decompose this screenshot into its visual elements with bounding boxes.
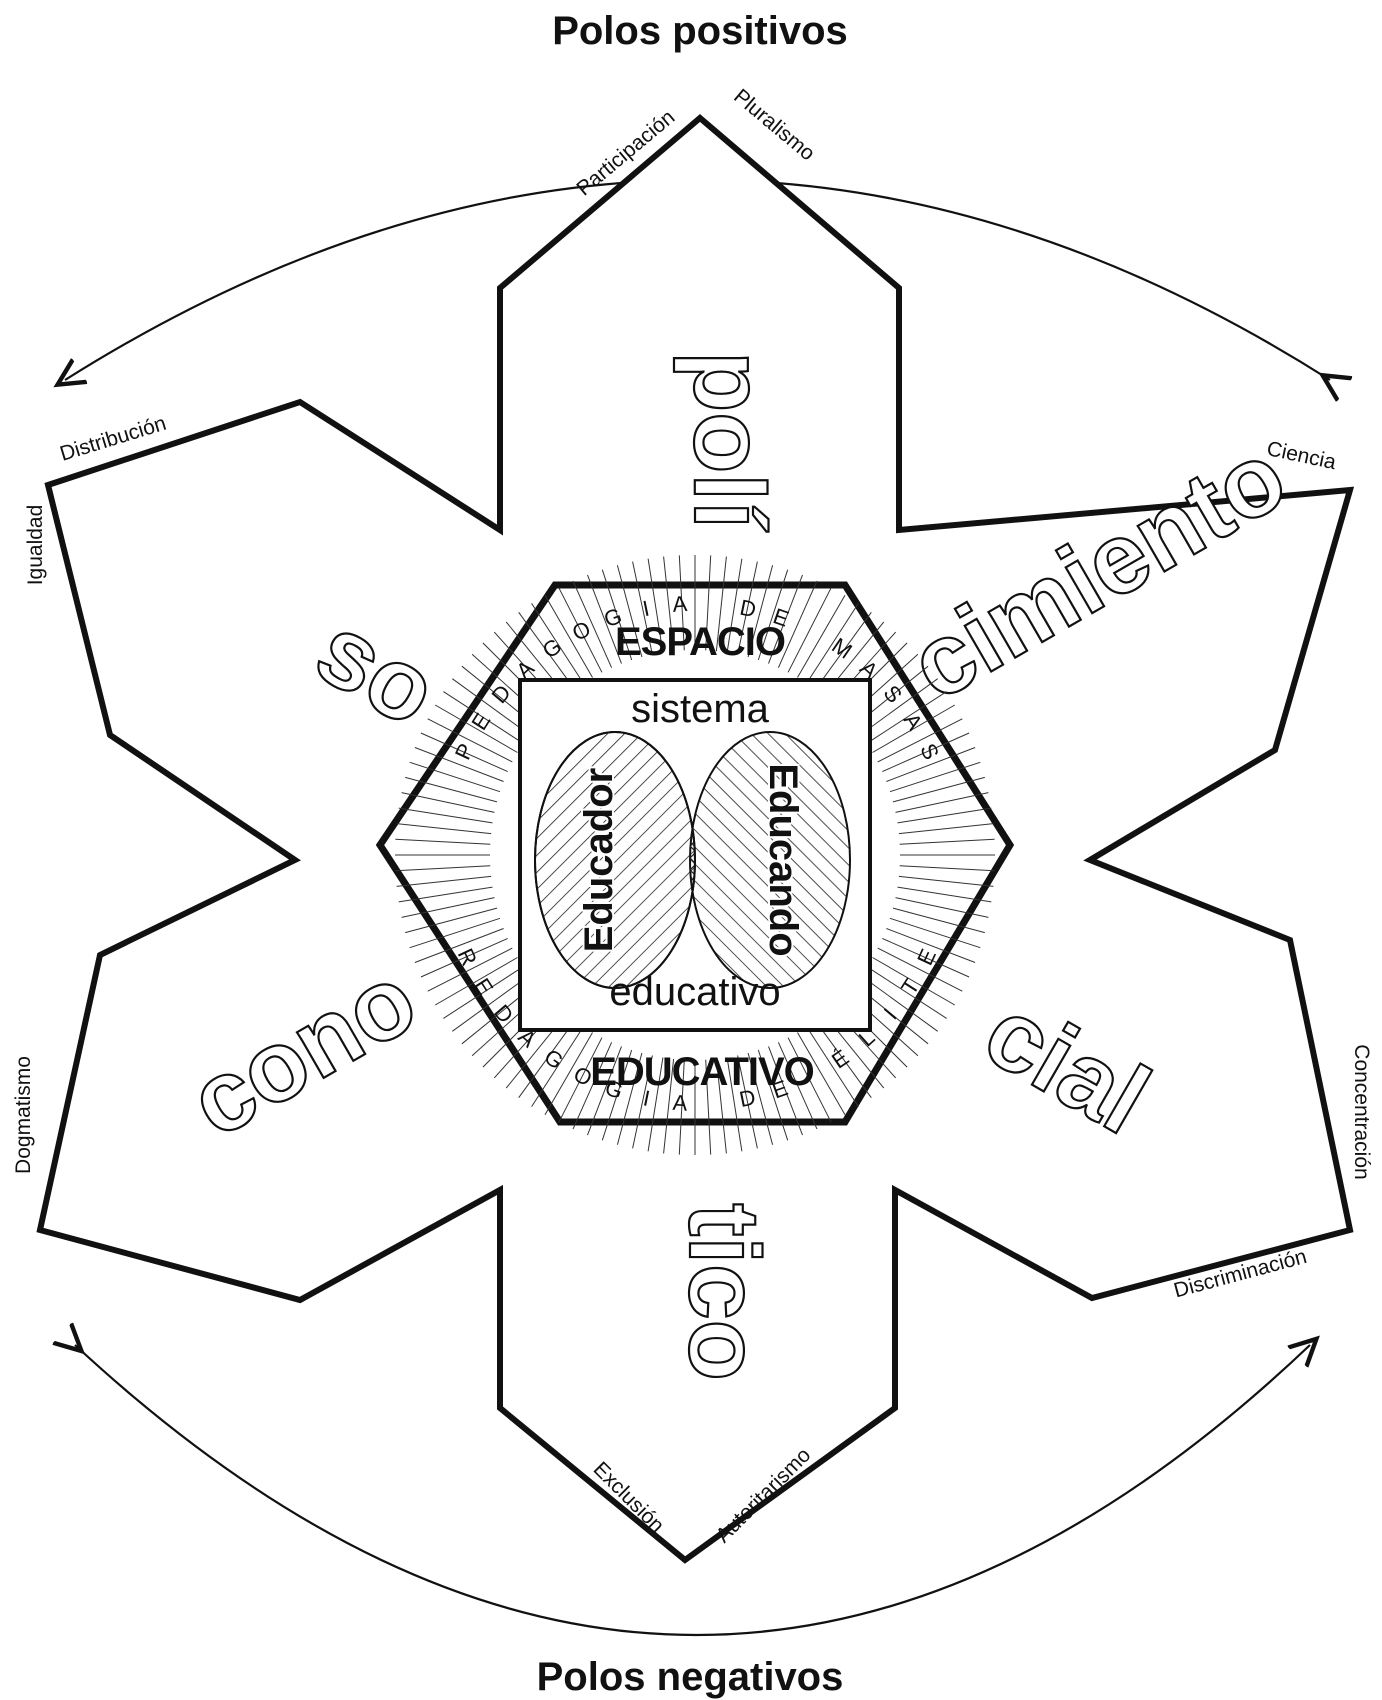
- pole-concentracion: Concentración: [1350, 1044, 1373, 1179]
- word-poli: polí: [673, 351, 785, 532]
- educador-label: Educador: [577, 768, 621, 952]
- educativo-upper-label: EDUCATIVO: [590, 1050, 814, 1094]
- word-tico: tico: [668, 1203, 780, 1381]
- espacio-label: ESPACIO: [615, 620, 785, 664]
- educando-label: Educando: [761, 763, 805, 956]
- pole-dogmatismo: Dogmatismo: [12, 1056, 35, 1174]
- pole-igualdad: Igualdad: [24, 505, 47, 586]
- title-positive-poles: Polos positivos: [552, 9, 848, 53]
- ring-letter: A: [672, 591, 689, 617]
- title-negative-poles: Polos negativos: [537, 1655, 844, 1699]
- sistema-label: sistema: [631, 687, 770, 731]
